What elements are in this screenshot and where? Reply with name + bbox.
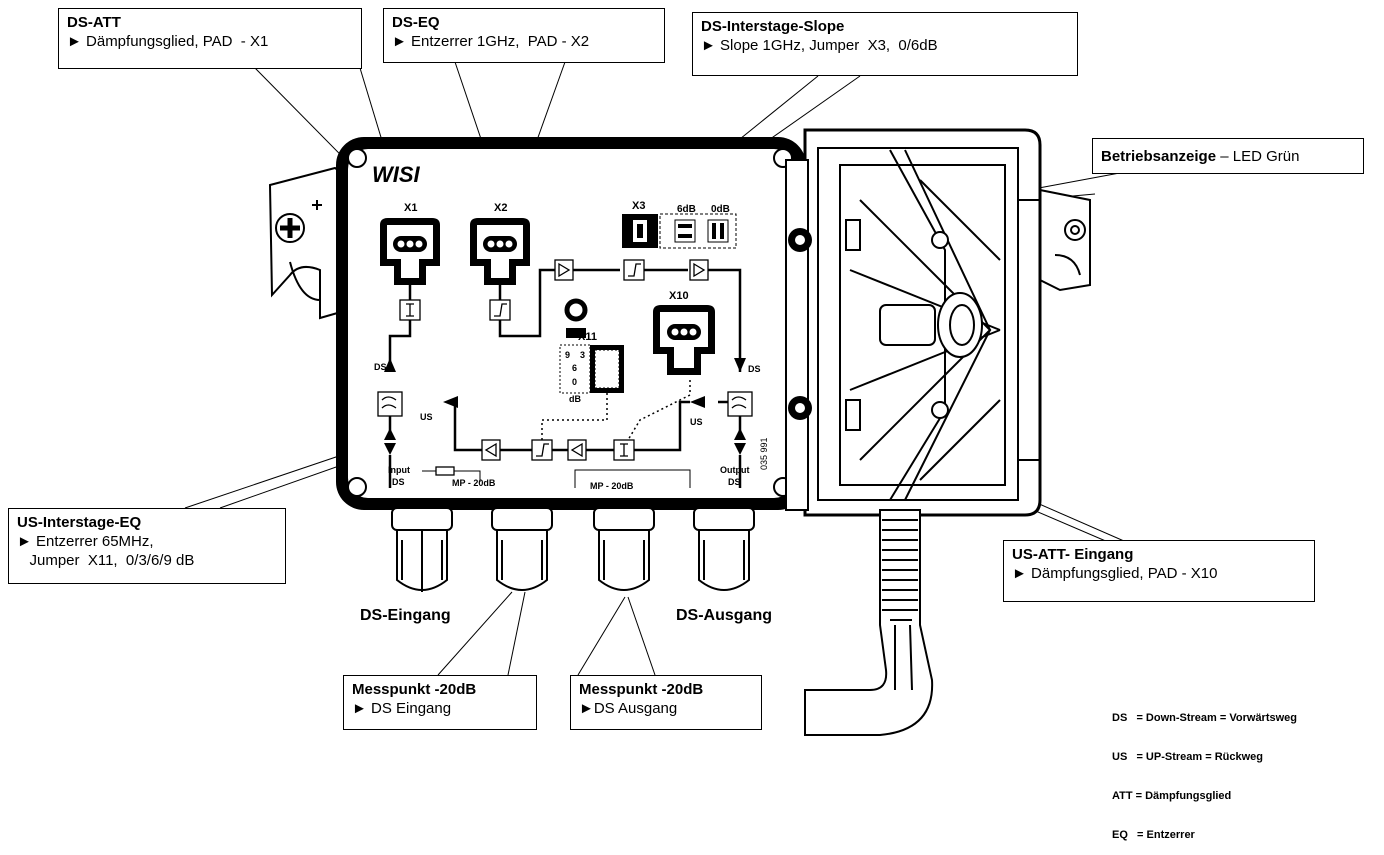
callout-led-title: Betriebsanzeige <box>1101 148 1217 165</box>
callout-mp-out-text: ►DS Ausgang <box>579 700 678 717</box>
callout-us-att-title: US-ATT- Eingang <box>1012 546 1134 563</box>
svg-text:DS: DS <box>392 477 405 487</box>
svg-text:US: US <box>690 417 703 427</box>
callout-ds-att-text: ► Dämpfungsglied, PAD - X1 <box>67 33 269 50</box>
mp-resistor <box>435 466 455 476</box>
equalizer-block-x11 <box>531 439 553 461</box>
jumper-x11: X11 9 3 6 0 dB <box>559 298 624 404</box>
signal-arrows <box>384 358 746 455</box>
svg-text:3: 3 <box>580 350 585 360</box>
callout-us-att: US-ATT- Eingang ► Dämpfungsglied, PAD - … <box>1003 540 1315 602</box>
svg-text:MP - 20dB: MP - 20dB <box>590 481 634 491</box>
callout-us-eq-title: US-Interstage-EQ <box>17 514 142 531</box>
amplifier-ds-2 <box>689 259 709 281</box>
callout-mp-ds-in: Messpunkt -20dB ► DS Eingang <box>343 675 537 730</box>
connector-ds-out <box>693 507 755 591</box>
slope-block-x3 <box>623 259 645 281</box>
f-connectors <box>391 507 755 592</box>
pad-socket-x10 <box>653 305 715 375</box>
callout-mp-in-title: Messpunkt -20dB <box>352 681 477 698</box>
svg-text:0dB: 0dB <box>711 204 730 215</box>
circuit-blocks <box>377 259 753 476</box>
callout-ds-eq-text: ► Entzerrer 1GHz, PAD - X2 <box>392 33 590 50</box>
amplifier-ds-1 <box>554 259 574 281</box>
svg-text:US: US <box>420 412 433 422</box>
device-labels: DS DS US US Input DS Output DS MP - 20dB… <box>374 362 769 491</box>
jumper-x3: X3 6dB 0dB <box>622 200 737 249</box>
svg-text:DS: DS <box>374 362 387 372</box>
callout-ds-eq: DS-EQ ► Entzerrer 1GHz, PAD - X2 <box>383 8 665 63</box>
callout-ds-eq-title: DS-EQ <box>392 14 440 31</box>
callout-us-eq-text-1: ► Entzerrer 65MHz, <box>17 533 154 550</box>
diplexer-input <box>377 391 403 417</box>
callout-ds-slope-title: DS-Interstage-Slope <box>701 18 845 35</box>
diplexer-output <box>727 391 753 417</box>
equalizer-block-x2 <box>489 299 511 321</box>
pad-sockets: X1 X2 X10 <box>380 202 715 375</box>
connector-mp-out <box>593 507 655 591</box>
callout-us-att-text: ► Dämpfungsglied, PAD - X10 <box>1012 565 1218 582</box>
callout-ds-interstage-slope: DS-Interstage-Slope ► Slope 1GHz, Jumper… <box>692 12 1078 76</box>
svg-text:DS: DS <box>748 364 761 374</box>
callout-ds-att-title: DS-ATT <box>67 14 121 31</box>
svg-text:9: 9 <box>565 350 570 360</box>
svg-text:X10: X10 <box>669 290 689 302</box>
amplifier-us-2 <box>567 439 587 461</box>
callout-led-text: – LED Grün <box>1216 148 1300 165</box>
svg-text:MP - 20dB: MP - 20dB <box>452 478 496 488</box>
callout-us-interstage-eq: US-Interstage-EQ ► Entzerrer 65MHz, Jump… <box>8 508 286 584</box>
abbreviation-legend: DS = Down-Stream = Vorwärtsweg US = UP-S… <box>1112 686 1297 855</box>
svg-text:DS: DS <box>728 477 741 487</box>
legend-eq: EQ = Entzerrer <box>1112 829 1195 841</box>
pad-socket-x1 <box>380 218 440 285</box>
amplifier-us-1 <box>481 439 501 461</box>
svg-text:X1: X1 <box>404 202 417 214</box>
callout-mp-ds-out: Messpunkt -20dB ►DS Ausgang <box>570 675 762 730</box>
hinged-lid <box>803 128 1042 517</box>
svg-text:035 991: 035 991 <box>759 437 769 470</box>
svg-text:6dB: 6dB <box>677 204 696 215</box>
svg-text:Output: Output <box>720 465 750 475</box>
svg-text:X3: X3 <box>632 200 645 212</box>
svg-text:Input: Input <box>388 465 410 475</box>
power-cable <box>804 509 934 736</box>
callout-ds-att: DS-ATT ► Dämpfungsglied, PAD - X1 <box>58 8 362 69</box>
pad-socket-x2 <box>470 218 530 285</box>
callout-ds-slope-text: ► Slope 1GHz, Jumper X3, 0/6dB <box>701 37 938 54</box>
label-ds-ausgang: DS-Ausgang <box>676 607 772 624</box>
signal-path <box>388 268 742 488</box>
connector-mp-in <box>491 507 553 591</box>
svg-text:6: 6 <box>572 363 577 373</box>
connector-ds-in <box>391 507 453 592</box>
mp-lines <box>422 469 691 488</box>
legend-us: US = UP-Stream = Rückweg <box>1112 751 1263 763</box>
legend-ds: DS = Down-Stream = Vorwärtsweg <box>1112 712 1298 724</box>
svg-text:0: 0 <box>572 377 577 387</box>
right-mount-bracket <box>1039 188 1091 292</box>
amplifier-diagram: WISI X1 X2 X10 X3 6dB 0dB <box>184 61 1141 736</box>
callout-mp-in-text: ► DS Eingang <box>352 700 452 717</box>
svg-text:X2: X2 <box>494 202 507 214</box>
svg-text:dB: dB <box>569 394 581 404</box>
dashed-control-lines <box>541 380 691 441</box>
callout-us-eq-text-2: Jumper X11, 0/3/6/9 dB <box>17 552 195 569</box>
callout-led: Betriebsanzeige – LED Grün <box>1092 138 1364 174</box>
label-ds-eingang: DS-Eingang <box>360 607 451 624</box>
callout-mp-out-title: Messpunkt -20dB <box>579 681 704 698</box>
brand-logo: WISI <box>372 162 421 187</box>
legend-att: ATT = Dämpfungsglied <box>1112 790 1232 802</box>
hinge-screws <box>785 159 812 511</box>
